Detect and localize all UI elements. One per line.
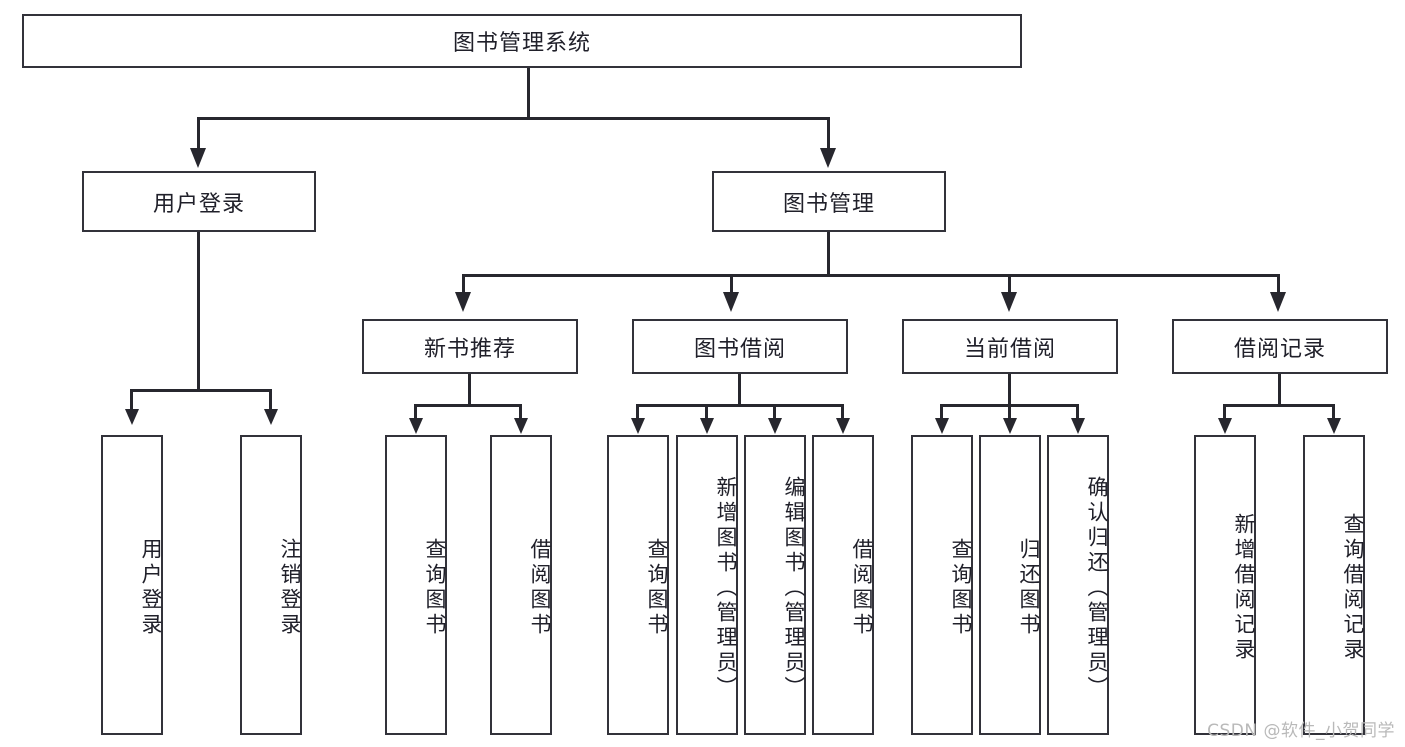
edge-drop-leaf-r1	[1223, 404, 1226, 420]
leaf-newbook-borrow-book[interactable]: 借阅图书	[490, 435, 552, 735]
arrowhead-new-book	[455, 292, 471, 312]
arrowhead-leaf-u1	[125, 409, 139, 425]
leaf-borrowrecord-query-record[interactable]: 查询借阅记录	[1303, 435, 1365, 735]
arrowhead-leaf-c2	[1003, 418, 1017, 434]
edge-bus-bookborrow-leaves	[637, 404, 844, 407]
edge-drop-leaf-r2	[1332, 404, 1335, 420]
arrowhead-book-borrow	[723, 292, 739, 312]
node-label: 新书推荐	[423, 336, 516, 362]
edge-bus-borrowrecord-leaves	[1224, 404, 1334, 407]
edge-drop-leaf-u2	[269, 389, 272, 411]
leaf-label: 编辑图书（管理员）	[782, 475, 806, 701]
edge-drop-borrow-record	[1277, 274, 1280, 296]
arrowhead-borrow-record	[1270, 292, 1286, 312]
leaf-bookborrow-borrow-book[interactable]: 借阅图书	[812, 435, 874, 735]
edge-userlogin-trunk	[197, 232, 200, 392]
leaf-currentborrow-confirm-return[interactable]: 确认归还（管理员）	[1047, 435, 1109, 735]
node-root-system[interactable]: 图书管理系统	[22, 14, 1022, 68]
leaf-label: 归还图书	[1017, 538, 1041, 638]
leaf-label: 查询图书	[423, 538, 447, 638]
leaf-label: 借阅图书	[850, 538, 874, 638]
edge-drop-leaf-u1	[130, 389, 133, 411]
edge-drop-leaf-n2	[519, 404, 522, 420]
edge-bookmgmt-trunk	[827, 232, 830, 277]
leaf-label: 新增借阅记录	[1232, 513, 1256, 663]
arrowhead-leaf-r2	[1327, 418, 1341, 434]
leaf-label: 确认归还（管理员）	[1085, 475, 1109, 701]
node-current-borrow[interactable]: 当前借阅	[902, 319, 1118, 374]
arrowhead-book-mgmt	[820, 148, 836, 168]
edge-currentborrow-trunk	[1008, 374, 1011, 407]
node-label: 当前借阅	[963, 336, 1056, 362]
edge-drop-leaf-b3	[773, 404, 776, 420]
leaf-bookborrow-query-book[interactable]: 查询图书	[607, 435, 669, 735]
arrowhead-user-login	[190, 148, 206, 168]
arrowhead-leaf-b2	[700, 418, 714, 434]
leaf-label: 查询图书	[949, 538, 973, 638]
edge-drop-new-book	[462, 274, 465, 296]
edge-drop-leaf-b4	[841, 404, 844, 420]
edge-drop-leaf-b2	[705, 404, 708, 420]
node-label: 借阅记录	[1233, 336, 1326, 362]
node-label: 用户登录	[152, 191, 245, 217]
edge-drop-leaf-c3	[1076, 404, 1079, 420]
node-user-login[interactable]: 用户登录	[82, 171, 316, 232]
node-label: 图书管理系统	[452, 31, 591, 56]
edge-bookborrow-trunk	[738, 374, 741, 407]
node-new-book-recommend[interactable]: 新书推荐	[362, 319, 578, 374]
leaf-label: 用户登录	[139, 538, 163, 638]
leaf-label: 查询借阅记录	[1341, 513, 1365, 663]
leaf-label: 借阅图书	[528, 538, 552, 638]
arrowhead-leaf-n1	[409, 418, 423, 434]
arrowhead-leaf-b4	[836, 418, 850, 434]
edge-newbook-trunk	[468, 374, 471, 407]
arrowhead-leaf-u2	[264, 409, 278, 425]
edge-drop-book-mgmt	[827, 117, 830, 150]
edge-bus-newbook-leaves	[415, 404, 521, 407]
node-label: 图书管理	[782, 191, 875, 217]
node-borrow-record[interactable]: 借阅记录	[1172, 319, 1388, 374]
edge-drop-leaf-b1	[636, 404, 639, 420]
edge-bus-level2	[198, 117, 830, 120]
arrowhead-leaf-b1	[631, 418, 645, 434]
leaf-borrowrecord-add-record[interactable]: 新增借阅记录	[1194, 435, 1256, 735]
leaf-bookborrow-edit-book[interactable]: 编辑图书（管理员）	[744, 435, 806, 735]
arrowhead-leaf-r1	[1218, 418, 1232, 434]
edge-drop-leaf-n1	[414, 404, 417, 420]
edge-drop-book-borrow	[730, 274, 733, 296]
arrowhead-leaf-b3	[768, 418, 782, 434]
leaf-user-login-signin[interactable]: 用户登录	[101, 435, 163, 735]
edge-drop-user-login	[197, 117, 200, 150]
leaf-label: 新增图书（管理员）	[714, 475, 738, 701]
arrowhead-leaf-c3	[1071, 418, 1085, 434]
edge-bus-userlogin-leaves	[131, 389, 271, 392]
edge-drop-leaf-c1	[940, 404, 943, 420]
edge-drop-current-borrow	[1008, 274, 1011, 296]
edge-bus-level3	[463, 274, 1279, 277]
leaf-label: 查询图书	[645, 538, 669, 638]
node-book-borrow[interactable]: 图书借阅	[632, 319, 848, 374]
leaf-newbook-query-book[interactable]: 查询图书	[385, 435, 447, 735]
leaf-label: 注销登录	[278, 538, 302, 638]
leaf-user-login-signout[interactable]: 注销登录	[240, 435, 302, 735]
arrowhead-current-borrow	[1001, 292, 1017, 312]
leaf-currentborrow-return-book[interactable]: 归还图书	[979, 435, 1041, 735]
leaf-bookborrow-add-book[interactable]: 新增图书（管理员）	[676, 435, 738, 735]
node-book-management[interactable]: 图书管理	[712, 171, 946, 232]
edge-root-trunk	[527, 68, 530, 119]
arrowhead-leaf-c1	[935, 418, 949, 434]
edge-drop-leaf-c2	[1008, 404, 1011, 420]
edge-borrowrecord-trunk	[1278, 374, 1281, 407]
arrowhead-leaf-n2	[514, 418, 528, 434]
leaf-currentborrow-query-book[interactable]: 查询图书	[911, 435, 973, 735]
node-label: 图书借阅	[693, 336, 786, 362]
